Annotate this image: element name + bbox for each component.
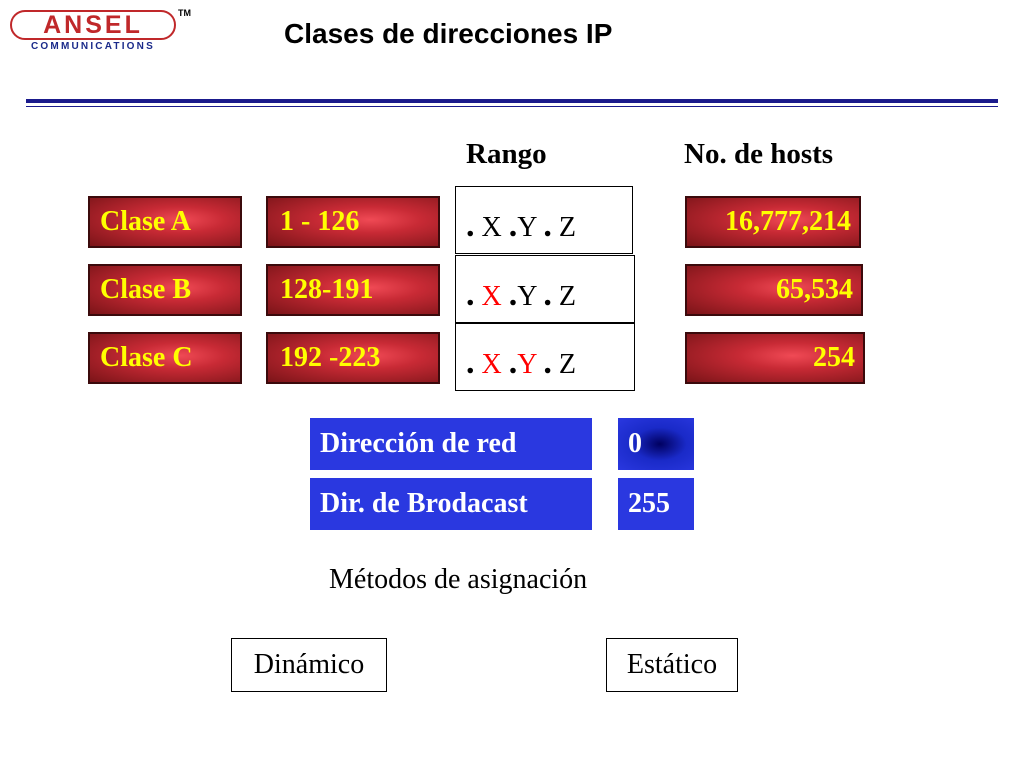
octet-x: X: [481, 212, 502, 243]
broadcast-address-value: 255: [618, 478, 694, 530]
range-b-box: 128-191: [266, 264, 440, 316]
octet-y: Y: [517, 212, 537, 243]
header-rule-thick: [26, 99, 998, 103]
network-address-label: Dirección de red: [310, 418, 592, 470]
octet-y: Y: [517, 281, 537, 312]
logo-wordmark: ANSEL: [10, 10, 176, 40]
header-rule-thin: [26, 106, 998, 107]
octet-z: Z: [558, 349, 577, 380]
logo-trademark: TM: [178, 8, 191, 18]
static-method-box: Estático: [606, 638, 738, 692]
class-a-box: Clase A: [88, 196, 242, 248]
ip-format-a: . X .Y . Z: [455, 186, 633, 254]
range-c-box: 192 -223: [266, 332, 440, 384]
range-a-box: 1 - 126: [266, 196, 440, 248]
octet-x: X: [481, 349, 502, 380]
methods-title: Métodos de asignación: [329, 564, 588, 595]
octet-x: X: [481, 281, 502, 312]
header-rango: Rango: [466, 138, 547, 170]
ip-format-b: . X .Y . Z: [455, 255, 635, 323]
hosts-b-box: 65,534: [685, 264, 863, 316]
ansel-logo: ANSEL TM COMMUNICATIONS: [8, 8, 191, 52]
header-hosts: No. de hosts: [684, 138, 834, 170]
hosts-c-box: 254: [685, 332, 865, 384]
octet-z: Z: [558, 281, 577, 312]
logo-subtitle: COMMUNICATIONS: [31, 41, 155, 52]
dynamic-method-box: Dinámico: [231, 638, 387, 692]
hosts-a-box: 16,777,214: [685, 196, 861, 248]
network-address-value: 0: [618, 418, 694, 470]
page-title: Clases de direcciones IP: [284, 18, 613, 49]
class-b-box: Clase B: [88, 264, 242, 316]
broadcast-address-label: Dir. de Brodacast: [310, 478, 592, 530]
class-c-box: Clase C: [88, 332, 242, 384]
octet-y: Y: [517, 349, 537, 380]
ip-format-c: . X .Y . Z: [455, 323, 635, 391]
octet-z: Z: [558, 212, 577, 243]
